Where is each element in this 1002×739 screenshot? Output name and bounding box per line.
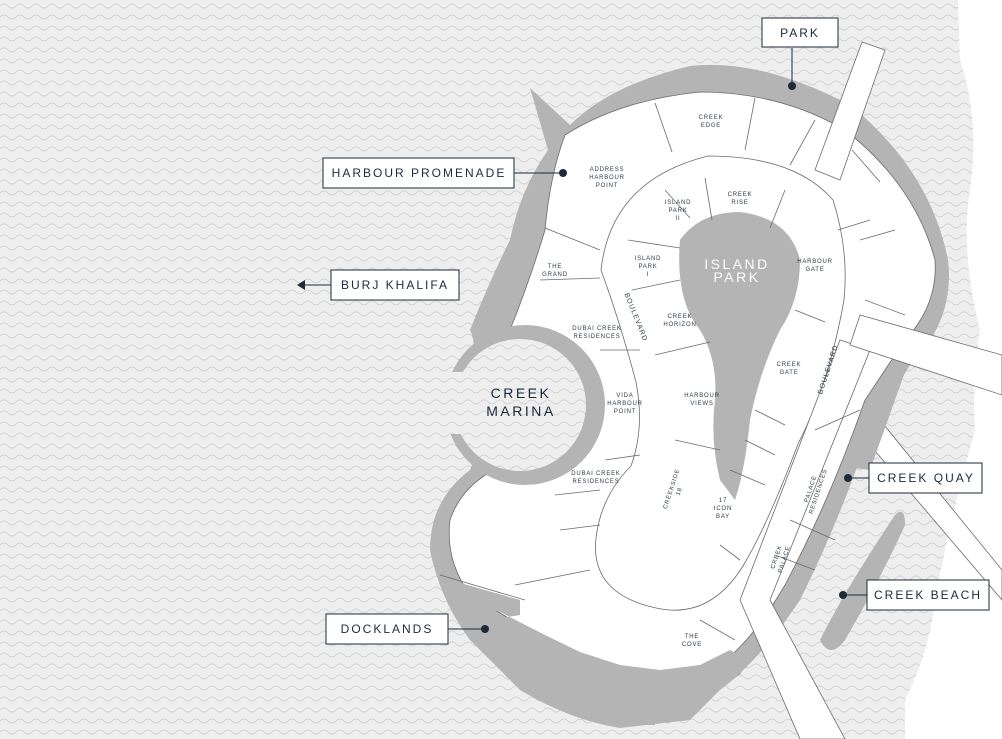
district-dividers <box>439 97 906 641</box>
callout-burj-khalifa[interactable]: BURJ KHALIFA <box>297 269 460 301</box>
callout-harbour-promenade[interactable]: HARBOUR PROMENADE <box>322 157 567 189</box>
docklands-pier <box>450 580 748 725</box>
callout-harbour-promenade-label: HARBOUR PROMENADE <box>332 166 507 180</box>
east-spur-road <box>849 314 1002 396</box>
arrow-left-icon <box>297 280 305 290</box>
callout-park-label: PARK <box>780 26 820 40</box>
creek-beach-green <box>820 511 905 650</box>
callout-creek-quay-label: CREEK QUAY <box>877 471 975 485</box>
callout-creek-quay[interactable]: CREEK QUAY <box>844 462 983 494</box>
park-road <box>814 41 886 181</box>
callout-docklands-label: DOCKLANDS <box>341 622 434 636</box>
callout-park[interactable]: PARK <box>761 17 839 90</box>
callout-creek-beach-label: CREEK BEACH <box>874 588 982 602</box>
callout-burj-khalifa-label: BURJ KHALIFA <box>341 278 449 292</box>
callout-creek-beach[interactable]: CREEK BEACH <box>839 579 990 611</box>
creek-marina-mouth <box>440 372 476 434</box>
island-park-green <box>679 212 800 500</box>
creek-quay-green <box>855 370 905 470</box>
callout-docklands[interactable]: DOCKLANDS <box>325 613 489 645</box>
inner-loop-road <box>595 155 846 610</box>
inner-loop-road-edge <box>595 155 846 611</box>
creek-marina-basin <box>454 339 586 471</box>
